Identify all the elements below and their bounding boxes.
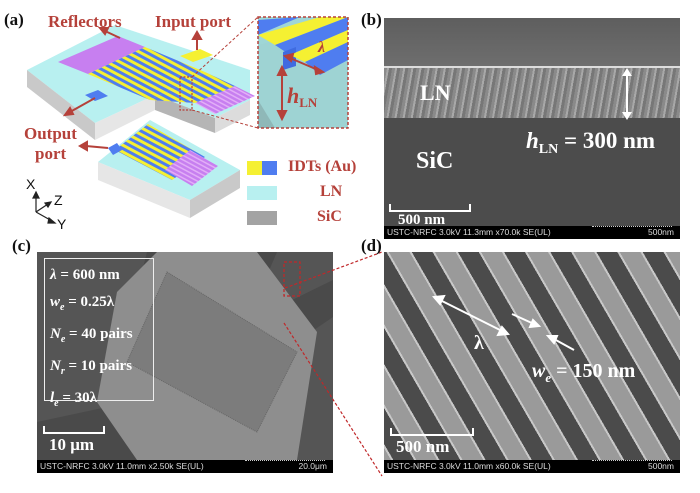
panel-a-label: (a) — [4, 10, 24, 29]
sem-info-bar: USTC-NRFC 3.0kV 11.0mm x2.50k SE(UL) 20.… — [37, 460, 333, 473]
param-value: = 10 pairs — [64, 358, 133, 374]
param-reflector-pairs: Nr = 10 pairs — [50, 353, 133, 385]
legend-swatch-idt — [247, 161, 277, 175]
axis-z-label: Z — [54, 192, 63, 208]
device-outline — [37, 252, 333, 460]
annotation-arrows — [62, 27, 203, 152]
inset-zoom — [257, 16, 349, 129]
legend-swatch-sic — [247, 211, 277, 225]
param-subscript: e — [60, 302, 65, 313]
sem-info-text: USTC-NRFC 3.0kV 11.0mm x60.0k SE(UL) — [387, 461, 551, 471]
scalebar — [43, 426, 105, 434]
sem-ruler — [245, 460, 325, 464]
scalebar — [389, 204, 471, 212]
param-subscript: r — [60, 366, 65, 377]
w-symbol: w — [532, 360, 546, 382]
sem-scale-text: 500nm — [648, 227, 674, 237]
sem-scale-text: 20.0μm — [298, 461, 327, 471]
h-symbol: h — [526, 128, 539, 153]
w-subscript: e — [545, 370, 552, 385]
w-value: = 150 nm — [551, 360, 636, 382]
upper-chip — [27, 16, 259, 140]
thickness-label: hLN = 300 nm — [526, 128, 655, 158]
param-symbol: w — [50, 294, 61, 310]
measurement-arrows — [431, 294, 575, 351]
parameter-box — [44, 258, 154, 401]
legend-label-sic: SiC — [317, 208, 342, 225]
sem-info-bar: USTC-NRFC 3.0kV 11.3mm x70.0k SE(UL) 500… — [384, 226, 680, 239]
scalebar-label: 10 μm — [49, 435, 95, 454]
electrode-fingers — [384, 252, 680, 460]
ln-label: LN — [420, 80, 451, 105]
output-port-label-1: Output — [24, 124, 77, 143]
param-wavelength: λ = 600 nm — [50, 262, 133, 289]
thickness-arrow-icon — [622, 68, 632, 120]
legend-swatch-ln — [247, 186, 277, 200]
panel-d-label: (d) — [361, 236, 382, 255]
sem-info-bar: USTC-NRFC 3.0kV 11.0mm x60.0k SE(UL) 500… — [384, 460, 680, 473]
axis-y-label: Y — [57, 216, 67, 232]
sem-image-fingers: λ we = 150 nm 500 nm USTC-NRFC 3.0kV 11.… — [384, 252, 680, 473]
input-port-label: Input port — [155, 12, 232, 31]
param-value: = 30λ — [58, 390, 98, 406]
output-port-label-2: port — [35, 144, 67, 163]
param-subscript: e — [54, 398, 59, 409]
scalebar — [390, 428, 474, 436]
axes-icon — [32, 190, 57, 224]
param-value: = 0.25λ — [64, 294, 115, 310]
panel-b-label: (b) — [361, 10, 382, 29]
width-label: we = 150 nm — [532, 360, 635, 386]
param-electrode-pairs: Ne = 40 pairs — [50, 321, 133, 353]
param-subscript: e — [60, 334, 66, 345]
device-schematic — [27, 16, 349, 224]
sem-ruler — [592, 226, 672, 230]
scalebar-label: 500 nm — [396, 437, 450, 456]
panel-c-label: (c) — [12, 236, 31, 255]
sic-label: SiC — [416, 148, 454, 174]
vacuum-region — [384, 18, 680, 66]
sem-image-cross-section: LN SiC hLN = 300 nm 500 nm USTC-NRFC 3.0… — [384, 18, 680, 239]
param-symbol: N — [50, 326, 61, 342]
param-value: = 600 nm — [56, 267, 120, 283]
inset-h-label: hLN — [287, 83, 318, 112]
sic-substrate — [384, 118, 680, 226]
sem-info-text: USTC-NRFC 3.0kV 11.3mm x70.0k SE(UL) — [387, 227, 551, 237]
param-electrode-width: we = 0.25λ — [50, 289, 133, 321]
param-symbol: λ — [50, 267, 57, 283]
legend-label-ln: LN — [320, 183, 343, 200]
lower-chip — [98, 120, 240, 218]
param-value: = 40 pairs — [65, 326, 133, 342]
sem-image-device: λ = 600 nm we = 0.25λ Ne = 40 pairs Nr =… — [37, 252, 333, 473]
lambda-label: λ — [474, 332, 484, 354]
h-subscript: LN — [538, 142, 559, 157]
scalebar-label: 500 nm — [398, 212, 446, 228]
zoom-connector-lines — [283, 251, 383, 477]
sem-info-text: USTC-NRFC 3.0kV 11.0mm x2.50k SE(UL) — [40, 461, 204, 471]
h-symbol: h — [287, 83, 300, 108]
h-value: = 300 nm — [558, 128, 656, 153]
h-subscript: LN — [299, 95, 318, 110]
legend-label-idt: IDTs (Au) — [288, 158, 357, 175]
sem-scale-text: 500nm — [648, 461, 674, 471]
axis-x-label: X — [26, 176, 36, 192]
reflectors-label: Reflectors — [48, 12, 122, 31]
param-symbol: N — [50, 358, 61, 374]
sem-ruler — [592, 460, 672, 464]
param-aperture: le = 30λ — [50, 385, 133, 417]
inset-lambda-label: λ — [318, 39, 326, 56]
parameter-list: λ = 600 nm we = 0.25λ Ne = 40 pairs Nr =… — [50, 262, 133, 417]
param-symbol: l — [50, 390, 55, 406]
